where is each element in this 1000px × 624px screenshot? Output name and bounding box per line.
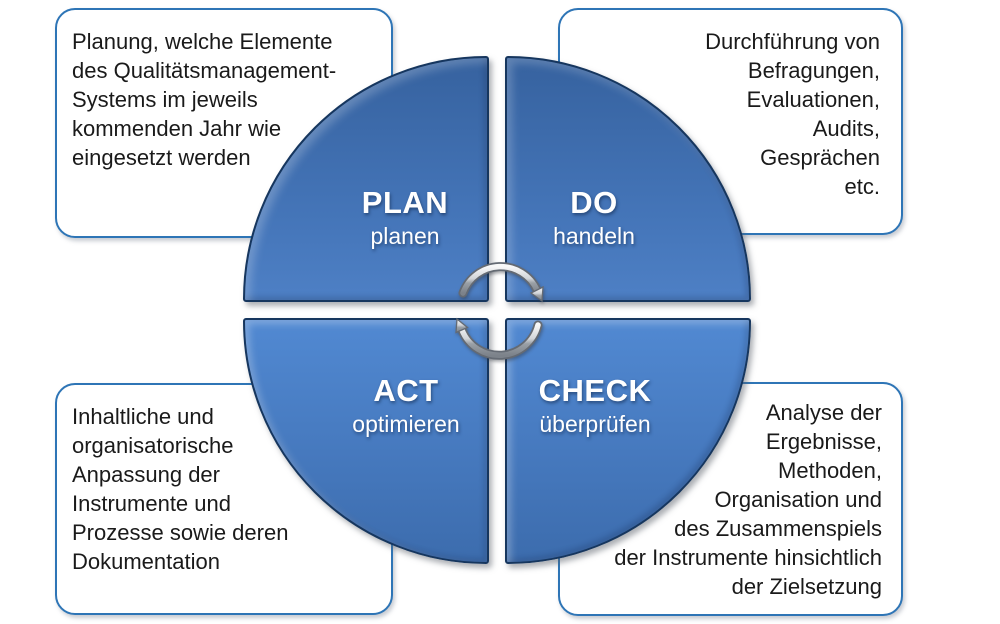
quadrant-plan: PLAN planen [243,56,489,302]
note-plan-text: Planung, welche Elemente des Qualitätsma… [72,29,337,170]
quadrant-check: CHECK überprüfen [505,318,751,564]
quadrant-act-label: ACT [373,372,439,408]
quadrant-plan-sublabel: planen [370,222,440,249]
note-act-text: Inhaltliche und organisatorische Anpassu… [72,404,289,574]
quadrant-check-content: CHECK überprüfen [474,284,716,526]
quadrant-act-content: ACT optimieren [285,284,527,526]
quadrant-plan-content: PLAN planen [284,96,526,338]
rotation-arrows-icon [455,262,544,360]
note-check-text: Analyse der Ergebnisse, Methoden, Organi… [614,400,882,599]
quadrant-plan-label: PLAN [361,184,449,220]
pdca-circle: PLAN planen DO handeln ACT optimieren CH… [243,56,751,564]
quadrant-check-label: CHECK [538,372,652,408]
quadrant-do-label: DO [570,184,618,220]
quadrant-check-sublabel: überprüfen [539,410,651,437]
note-check: Analyse der Ergebnisse, Methoden, Organi… [558,382,903,616]
quadrant-do-sublabel: handeln [553,222,635,249]
quadrant-do-content: DO handeln [473,96,715,338]
quadrant-act-sublabel: optimieren [352,410,460,437]
note-do-text: Durchführung von Befragungen, Evaluation… [705,29,880,199]
